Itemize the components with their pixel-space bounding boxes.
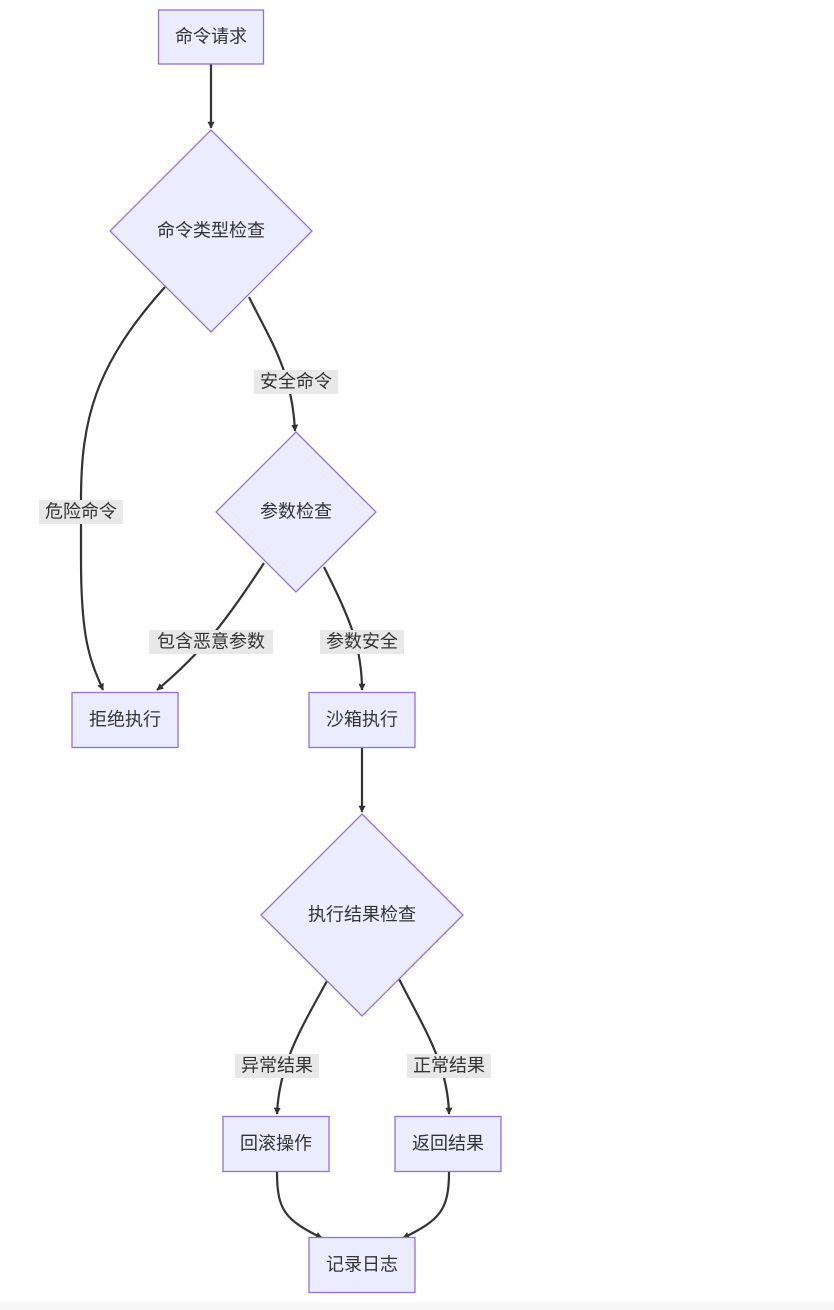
edge-label-text: 正常结果 — [413, 1056, 485, 1077]
node-return-result: 返回结果 — [394, 1115, 502, 1173]
decision-diamond — [215, 431, 377, 593]
node-param-check: 参数检查 — [215, 431, 377, 593]
node-log: 记录日志 — [308, 1236, 416, 1294]
node-rollback: 回滚操作 — [222, 1115, 330, 1173]
edge-label-background — [149, 630, 273, 654]
decision-diamond — [109, 129, 313, 333]
edge-result_check-to-rollback — [273, 980, 328, 1115]
edge-label: 异常结果 — [235, 1054, 319, 1078]
process-box — [222, 1115, 330, 1173]
edge-type_check-to-param_check — [248, 296, 299, 432]
edge-label-background — [254, 370, 338, 394]
node-request: 命令请求 — [157, 9, 265, 65]
node-label: 参数检查 — [260, 502, 332, 523]
process-box — [71, 691, 179, 749]
edge-label-background — [235, 1054, 319, 1078]
edge-type_check-to-reject — [79, 286, 166, 691]
edge-label-text: 包含恶意参数 — [157, 632, 265, 653]
edge-label-background — [407, 1054, 491, 1078]
node-label: 执行结果检查 — [308, 905, 416, 926]
edge-label-text: 危险命令 — [45, 502, 117, 523]
decision-diamond — [260, 813, 464, 1017]
bottom-strip — [0, 1302, 834, 1310]
edge-result_check-to-return_result — [398, 978, 453, 1115]
process-box — [394, 1115, 502, 1173]
edge-label: 正常结果 — [407, 1054, 491, 1078]
process-box — [157, 9, 265, 65]
edge-label-text: 安全命令 — [260, 372, 332, 393]
node-result-check: 执行结果检查 — [260, 813, 464, 1017]
process-box — [308, 691, 416, 749]
edge-param_check-to-sandbox — [323, 566, 366, 691]
node-label: 命令请求 — [175, 27, 247, 48]
edge-label-text: 参数安全 — [326, 632, 398, 653]
edge-return_result-to-log — [402, 1171, 451, 1239]
node-label: 记录日志 — [326, 1255, 398, 1276]
node-reject: 拒绝执行 — [71, 691, 179, 749]
process-box — [308, 1236, 416, 1294]
node-label: 拒绝执行 — [89, 710, 161, 731]
node-label: 沙箱执行 — [326, 710, 398, 731]
node-label: 命令类型检查 — [157, 221, 265, 242]
edge-param_check-to-reject — [156, 562, 265, 691]
edge-label: 包含恶意参数 — [149, 630, 273, 654]
node-label: 返回结果 — [412, 1134, 484, 1155]
node-sandbox: 沙箱执行 — [308, 691, 416, 749]
edge-label: 危险命令 — [39, 500, 123, 524]
edge-label-text: 异常结果 — [241, 1056, 313, 1077]
edge-label-background — [320, 630, 404, 654]
node-type-check: 命令类型检查 — [109, 129, 313, 333]
edge-label: 参数安全 — [320, 630, 404, 654]
edge-label: 安全命令 — [254, 370, 338, 394]
node-label: 回滚操作 — [240, 1134, 312, 1155]
edge-rollback-to-log — [275, 1171, 323, 1239]
edge-label-background — [39, 500, 123, 524]
